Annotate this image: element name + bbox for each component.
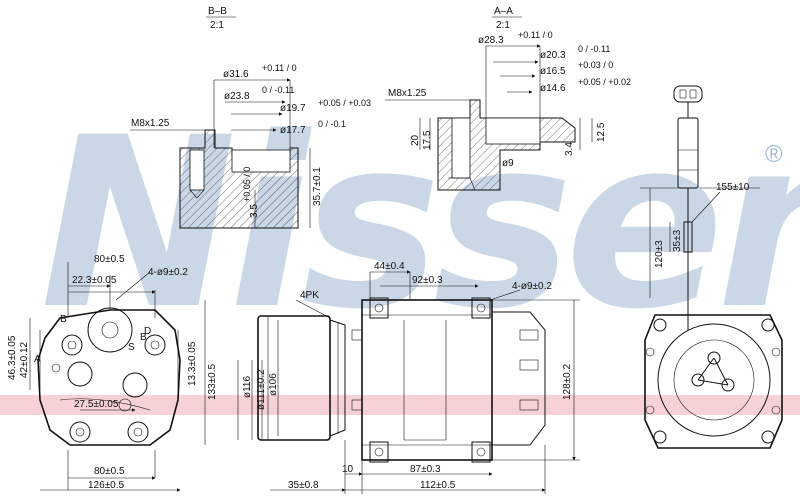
section-aa-d3-tol: +0.03 / 0: [578, 60, 613, 70]
side-view-d-hub: ø111±0.2: [256, 369, 267, 410]
watermark-band: [0, 395, 800, 415]
section-bb: B–B 2:1 ø31.6 +0.11 / 0 ø23.8 0 / -0.11 …: [130, 6, 371, 229]
front-view-w-bottom: 80±0.5: [94, 466, 125, 477]
section-bb-height: 35.7±0.1: [312, 167, 323, 206]
front-view-label-b: B: [60, 314, 67, 325]
section-bb-depth: 3.5: [249, 204, 260, 218]
section-bb-d3: ø19.7: [280, 103, 306, 114]
section-bb-d4-tol: 0 / -0.1: [318, 119, 346, 129]
section-aa-h2: 20: [410, 134, 421, 146]
section-bb-scale: 2:1: [210, 20, 224, 31]
section-aa-d2: ø20.3: [540, 50, 566, 61]
front-view-body: [37, 309, 181, 446]
front-view-offset1: 22.3±0.05: [72, 275, 117, 286]
connector-len2: 120±3: [654, 240, 665, 268]
section-aa-d2-tol: 0 / -0.11: [578, 44, 610, 54]
section-aa: A–A 2:1 ø28.3 +0.11 / 0 ø20.3 0 / -0.11 …: [385, 6, 631, 191]
side-view-d-pulley: ø116: [242, 376, 253, 398]
section-aa-thread: M8x1.25: [388, 88, 427, 99]
section-bb-thread: M8x1.25: [131, 118, 170, 129]
section-bb-d2: ø23.8: [224, 91, 250, 102]
section-aa-bore: ø9: [502, 158, 514, 169]
front-view-offset2: 27.5±0.05: [74, 399, 119, 410]
side-view-pulley: [257, 315, 331, 441]
front-view-h2: 42±0.12: [19, 341, 30, 378]
watermark-registered: ®: [765, 141, 783, 168]
section-aa-h3: 3.4: [564, 142, 575, 156]
side-view-l1: 10: [342, 464, 354, 475]
section-bb-d3-tol: +0.05 / +0.03: [318, 98, 371, 108]
section-aa-scale: 2:1: [496, 20, 510, 31]
section-bb-d1: ø31.6: [223, 69, 249, 80]
front-view-label-s: S: [128, 342, 135, 353]
section-aa-d4: ø14.6: [540, 83, 566, 94]
side-view-holes: 4-ø9±0.2: [512, 281, 552, 292]
side-view-l3: 35±0.8: [288, 480, 319, 491]
section-bb-d1-tol: +0.11 / 0: [262, 63, 297, 73]
section-aa-d1: ø28.3: [478, 35, 504, 46]
side-view-w1: 44±0.4: [374, 261, 405, 272]
connector-len3: 35±3: [672, 229, 683, 252]
section-aa-d3: ø16.5: [540, 66, 566, 77]
front-view-h-total: 133±0.5: [207, 363, 218, 400]
front-view-label-d: D: [144, 326, 151, 337]
front-view-h1: 46.3±0.05: [7, 335, 18, 380]
section-aa-title: A–A: [494, 6, 513, 17]
front-view: 80±0.5 22.3±0.05 4-ø9±0.2 46.3±0.05 42±0…: [7, 254, 218, 492]
rear-view: [644, 314, 783, 449]
side-view-l-total: 112±0.5: [420, 480, 456, 491]
section-aa-h4: 12.5: [596, 122, 607, 142]
front-view-w-top: 80±0.5: [94, 254, 125, 265]
front-view-label-a: A: [34, 354, 41, 365]
section-aa-body: [437, 99, 576, 191]
section-bb-depth-tol: +0.05 / 0: [242, 167, 252, 202]
section-aa-d1-tol: +0.11 / 0: [518, 30, 553, 40]
side-view: 4PK 44±0.4 92±0.3 4-ø9±0.2 128±0.2 ø116 …: [237, 261, 580, 494]
side-view-height: 128±0.2: [562, 363, 573, 400]
front-view-holes: 4-ø9±0.2: [148, 267, 188, 278]
side-view-body: [361, 299, 493, 461]
section-bb-title: B–B: [208, 6, 227, 17]
side-view-belt: 4PK: [300, 290, 319, 301]
side-view-w2: 92±0.3: [412, 275, 443, 286]
front-view-h3: 13.3±0.05: [187, 341, 198, 386]
section-bb-d4: ø17.7: [280, 125, 306, 136]
section-aa-d4-tol: +0.05 / +0.02: [578, 77, 631, 87]
connector-wire: 155±10 120±3 35±3: [640, 85, 760, 330]
side-view-l2: 87±0.3: [410, 464, 441, 475]
front-view-w-total: 126±0.5: [88, 480, 125, 491]
connector-len1: 155±10: [716, 182, 750, 193]
section-bb-d2-tol: 0 / -0.11: [262, 85, 294, 95]
side-view-d-inner: ø106: [268, 373, 279, 396]
section-aa-h1: 17.5: [422, 130, 433, 150]
front-view-label-b2: B: [140, 332, 147, 343]
